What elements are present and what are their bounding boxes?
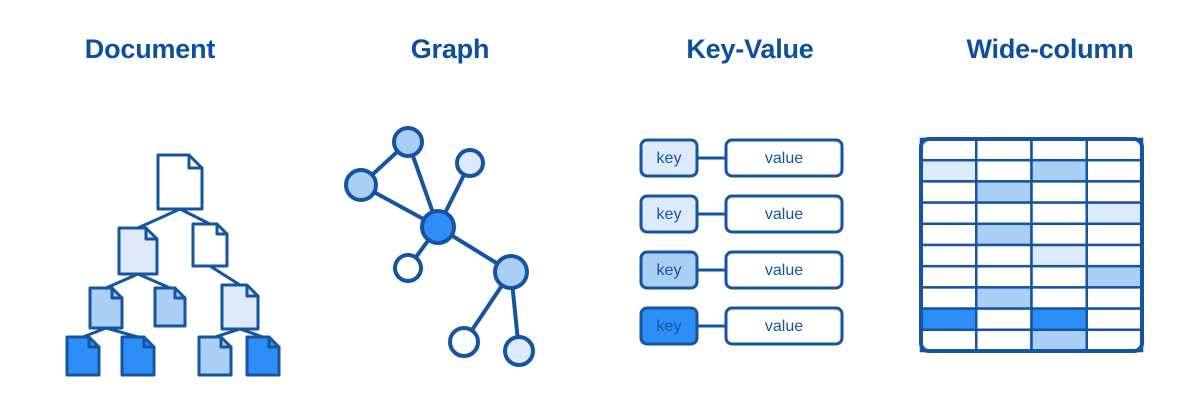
tree-edge [178,207,212,226]
value-box[interactable] [724,250,844,290]
document-fold-corner [142,335,156,349]
panel-graph: Graph [300,0,600,401]
document-fold-corner [173,286,187,300]
grid-cell [1085,264,1144,289]
tree-edge [136,207,182,230]
grid-cell [919,264,978,289]
grid-cell [1030,201,1088,226]
key-label: key [657,262,682,279]
grid-cell [1030,137,1088,162]
grid-cell [1030,222,1088,247]
grid-cell [975,307,1033,332]
tree-edge [208,264,242,287]
document-node [88,286,124,330]
panel-title-document: Document [84,34,216,64]
document-fold-corner [144,226,159,241]
grid-cell [1085,243,1144,268]
grid-cell [1030,158,1088,183]
value-label: value [765,262,803,279]
value-box[interactable] [724,194,844,234]
key-label: key [657,150,682,167]
document-fold-corner [87,335,101,349]
grid-cell [919,158,978,183]
document-fold-corner [215,222,229,236]
grid-cell [919,243,978,268]
grid-cell [919,137,978,162]
key-box[interactable] [639,306,699,346]
grid-cell [1085,328,1144,353]
grid-cell [919,307,978,332]
value-box[interactable] [724,138,844,178]
grid-cell [1085,201,1144,226]
grid-cell [1085,180,1144,204]
document-node [65,335,101,377]
grid-cell [919,201,978,226]
grid-cell [1085,137,1144,162]
grid-cell [919,286,978,310]
value-label: value [765,206,803,223]
grid-cell [975,222,1033,247]
grid-cell [975,180,1033,204]
grid-cell [1085,222,1144,247]
grid-cell [1030,243,1088,268]
document-fold-corner [245,283,260,298]
key-box[interactable] [639,250,699,290]
document-node [245,335,281,377]
grid-cell [975,137,1033,162]
grid-cell [1030,180,1088,204]
document-node [220,283,260,331]
document-node [120,335,156,377]
grid-cell [1030,286,1088,310]
grid-cell [919,180,978,204]
grid-cell [1085,307,1144,332]
grid-cell [1030,307,1088,332]
grid-cell [919,328,978,353]
grid-cell [1085,158,1144,183]
key-box[interactable] [639,138,699,178]
grid-cell [1085,286,1144,310]
panel-document: Document [0,0,300,401]
grid-cell [975,243,1033,268]
document-node [153,286,187,328]
grid-cell [1030,328,1088,353]
document-node [156,153,204,211]
panel-wide-column: Wide-column [900,0,1200,401]
grid-outer-border [919,137,1144,353]
panel-title-wide-column: Wide-column [966,34,1134,64]
grid-cell [975,286,1033,310]
key-box[interactable] [639,194,699,234]
key-label: key [657,206,682,223]
grid-cell [975,201,1033,226]
document-fold-corner [267,335,281,349]
document-fold-corner [187,153,204,170]
key-label: key [657,318,682,335]
document-tree-icon [65,153,281,377]
grid-cell [975,264,1033,289]
tree-edge [136,272,172,290]
value-label: value [765,318,803,335]
grid-cell [975,328,1033,353]
document-fold-corner [110,286,124,300]
value-box[interactable] [724,306,844,346]
value-label: value [765,150,803,167]
grid-cell [1030,264,1088,289]
panel-title-key-value: Key-Value [686,34,814,64]
tree-edge [104,272,140,290]
panel-key-value: Key-Value [600,0,900,401]
grid-cell [975,158,1033,183]
document-node [197,335,233,377]
document-fold-corner [219,335,233,349]
panel-title-graph: Graph [410,34,490,64]
document-node [117,226,159,276]
document-node [191,222,229,268]
grid-cell [919,222,978,247]
